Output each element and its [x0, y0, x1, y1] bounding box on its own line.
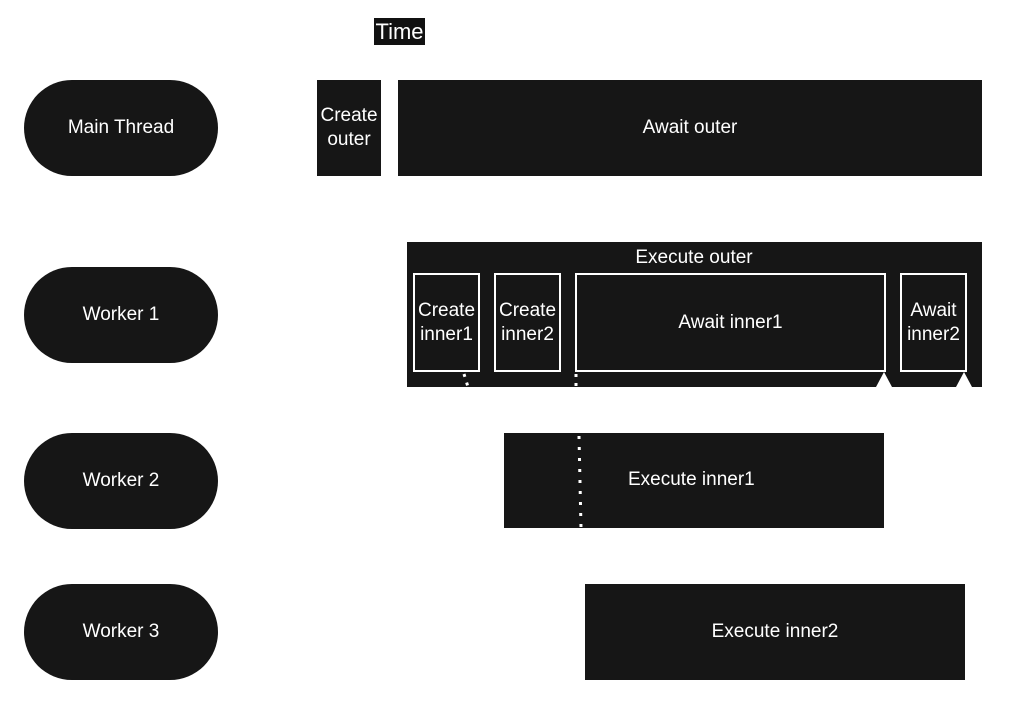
lane-main-thread: Main Thread	[24, 80, 218, 176]
lane-worker-3: Worker 3	[24, 584, 218, 680]
create-inner1-block: Create inner1	[413, 273, 480, 372]
lane-worker-1: Worker 1	[24, 267, 218, 363]
inner2-to-worker3-connector	[577, 435, 583, 529]
await-inner2-block: Await inner2	[900, 273, 967, 372]
await-inner1-block: Await inner1	[575, 273, 886, 372]
await-inner2-arrowhead	[956, 372, 972, 387]
execute-inner2-block: Execute inner2	[585, 584, 965, 680]
execute-outer-label: Execute outer	[635, 247, 753, 268]
create-inner2-block: Create inner2	[494, 273, 561, 372]
await-outer-block: Await outer	[398, 80, 982, 176]
create-outer-block: Create outer	[317, 80, 381, 176]
spawn-inner1-connector	[462, 373, 470, 388]
time-label: Time	[374, 18, 425, 45]
execute-inner1-label: Execute inner1	[628, 469, 755, 490]
await-inner1-arrowhead	[876, 372, 892, 387]
execute-inner1-block: Execute inner1	[504, 433, 884, 528]
lane-worker-2: Worker 2	[24, 433, 218, 529]
